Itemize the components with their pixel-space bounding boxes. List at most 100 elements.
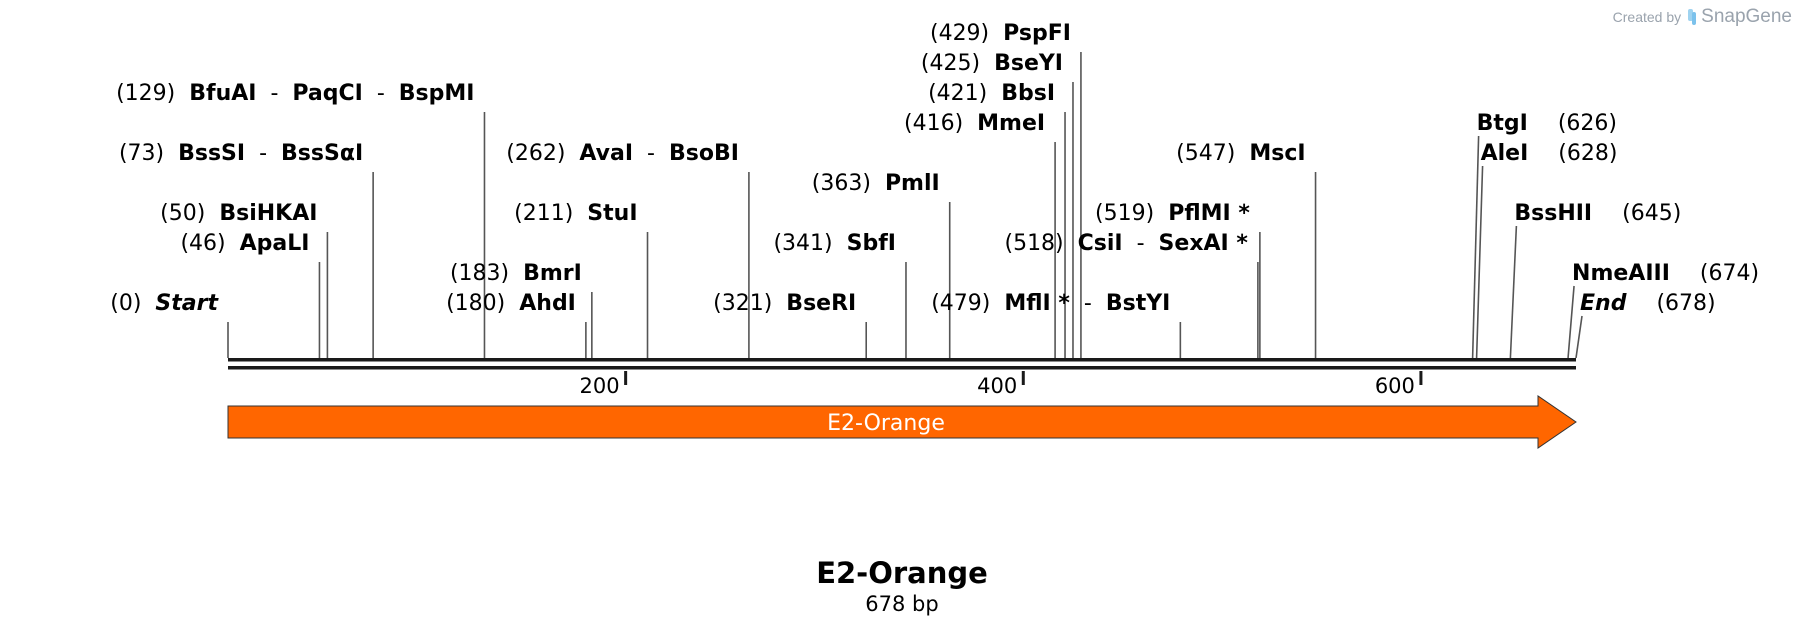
site-nmeaiii[interactable]: NmeAIII(674) (1572, 261, 1759, 286)
site-position: (547) (1176, 141, 1235, 166)
site-position: (429) (930, 21, 989, 46)
site-name: BsiHKAI (219, 201, 317, 226)
site-leader (1475, 165, 1484, 359)
site-name: SexAI * (1159, 231, 1249, 256)
site-pflmi[interactable]: (519) PflMI * (1095, 201, 1250, 226)
ruler-tick (1419, 371, 1423, 385)
site-position: (678) (1656, 291, 1715, 316)
site-name: PaqCI (292, 81, 362, 106)
site-name: Start (155, 291, 219, 316)
site-name: BfuAI (189, 81, 256, 106)
ruler-tick-label: 400 (977, 374, 1017, 398)
site-separator: - (647, 141, 655, 166)
site-name: PmlI (885, 171, 940, 196)
site-position: (645) (1622, 201, 1681, 226)
site-separator: - (1084, 291, 1092, 316)
site-position: (363) (812, 171, 871, 196)
ruler-tick (1021, 371, 1025, 385)
site-mmei[interactable]: (416)MmeI (904, 111, 1045, 136)
site-bseri[interactable]: (321) BseRI (713, 291, 856, 316)
ruler-tick (624, 371, 628, 385)
site-ahdi[interactable]: (180) AhdI (446, 291, 576, 316)
site-alei[interactable]: AleI (628) (1481, 141, 1618, 166)
site-name: AvaI (579, 141, 633, 166)
site-position: (262) (506, 141, 565, 166)
site-name: BseYI (994, 51, 1063, 76)
site-position: (416) (904, 111, 963, 136)
site-name: BssHII (1514, 201, 1592, 226)
site-position: (180) (446, 291, 505, 316)
site-separator: - (377, 81, 385, 106)
site-pspfi[interactable]: (429) PspFI (930, 21, 1071, 46)
site-bseyi[interactable]: (425)BseYI (921, 51, 1063, 76)
site-apali[interactable]: (46) ApaLI (180, 231, 309, 256)
site-name: StuI (587, 201, 637, 226)
site-leader (1471, 135, 1480, 359)
feature-arrow[interactable] (227, 395, 1577, 449)
site-position: (73) (119, 141, 164, 166)
sequence-name: E2-Orange (816, 556, 988, 590)
site-bfuai[interactable]: (129)BfuAI-PaqCI-BspMI (116, 81, 474, 106)
feature-label: E2-Orange (827, 411, 945, 436)
site-position: (341) (773, 231, 832, 256)
site-name: BssSαI (281, 141, 363, 166)
site-name: AhdI (519, 291, 576, 316)
site-name: BtgI (1477, 111, 1528, 136)
site-name: CsiI (1078, 231, 1123, 256)
site-labels: (0)Start(180)AhdI(321)BseRI(479)MflI *-B… (110, 21, 1759, 316)
site-sbfi[interactable]: (341) SbfI (773, 231, 896, 256)
site-separator: - (1137, 231, 1145, 256)
site-pmli[interactable]: (363) PmlI (812, 171, 940, 196)
site-position: (421) (928, 81, 987, 106)
credit-prefix: Created by (1612, 9, 1682, 25)
ruler-tick-label: 200 (580, 374, 620, 398)
site-name: BseRI (786, 291, 856, 316)
sequence-length: 678 bp (865, 592, 939, 616)
site-msci[interactable]: (547) MscI (1176, 141, 1305, 166)
snapgene-logo-icon (1688, 9, 1697, 25)
site-end[interactable]: End (678) (1580, 291, 1716, 316)
site-leader (1509, 225, 1518, 359)
site-bsshii[interactable]: BssHII (645) (1514, 201, 1681, 226)
site-name: BmrI (523, 261, 582, 286)
site-name: SbfI (847, 231, 896, 256)
site-bsssi[interactable]: (73)BssSI-BssSαI (119, 141, 363, 166)
site-leader-lines (227, 52, 1583, 359)
site-position: (479) (931, 291, 990, 316)
site-name: PspFI (1003, 21, 1071, 46)
feature-e2-orange[interactable]: E2-Orange (227, 395, 1577, 449)
site-leader (1567, 285, 1575, 359)
site-bmri[interactable]: (183) BmrI (450, 261, 582, 286)
site-separator: - (259, 141, 267, 166)
site-stui[interactable]: (211) StuI (514, 201, 637, 226)
site-name: MflI * (1004, 291, 1070, 316)
site-position: (321) (713, 291, 772, 316)
site-start[interactable]: (0) Start (110, 291, 219, 316)
site-bbsi[interactable]: (421)BbsI (928, 81, 1055, 106)
site-position: (46) (180, 231, 225, 256)
site-position: (0) (110, 291, 141, 316)
site-position: (129) (116, 81, 175, 106)
site-mfli[interactable]: (479)MflI *-BstYI (931, 291, 1170, 316)
site-position: (519) (1095, 201, 1154, 226)
site-name: PflMI * (1168, 201, 1250, 226)
site-leader (1575, 315, 1583, 359)
site-csii[interactable]: (518)CsiI-SexAI * (1004, 231, 1248, 256)
site-name: End (1580, 291, 1627, 316)
dna-backbone (228, 358, 1576, 370)
site-name: NmeAIII (1572, 261, 1670, 286)
site-name: MscI (1249, 141, 1305, 166)
site-avai[interactable]: (262)AvaI-BsoBI (506, 141, 739, 166)
site-bsihkai[interactable]: (50) BsiHKAI (160, 201, 317, 226)
site-position: (50) (160, 201, 205, 226)
site-separator: - (270, 81, 278, 106)
site-btgi[interactable]: BtgI(626) (1477, 111, 1617, 136)
site-position: (628) (1558, 141, 1617, 166)
site-position: (211) (514, 201, 573, 226)
site-name: ApaLI (240, 231, 310, 256)
site-name: AleI (1481, 141, 1529, 166)
credit-brand: SnapGene (1701, 6, 1792, 27)
site-position: (183) (450, 261, 509, 286)
